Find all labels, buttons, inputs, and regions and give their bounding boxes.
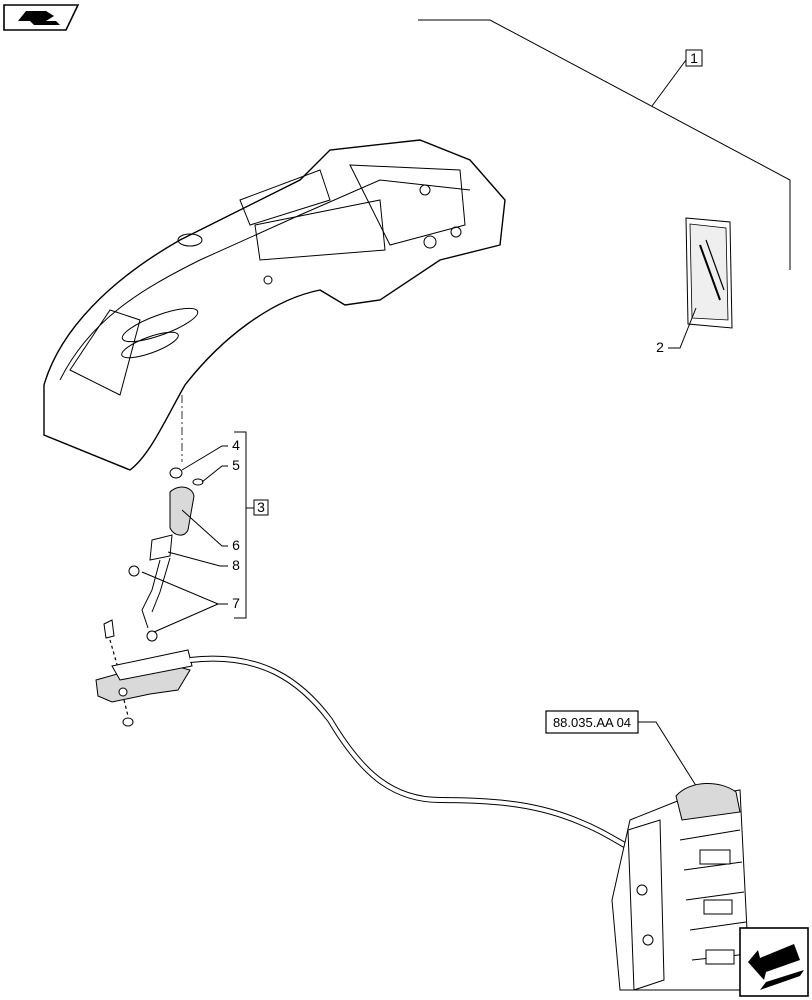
- transmission-assembly: [611, 782, 751, 991]
- callout-1-box: [685, 49, 703, 67]
- callout-2-leader: [668, 307, 697, 349]
- callout-2: 2: [656, 339, 664, 355]
- callout-4: 4: [232, 437, 240, 453]
- lever-assembly: [128, 467, 204, 642]
- callout-6: 6: [232, 537, 240, 553]
- arrow-down-left-icon[interactable]: [739, 927, 809, 997]
- callout-7: 7: [232, 595, 240, 611]
- callout-1-leader: [418, 19, 791, 270]
- callout-3-box: [253, 499, 269, 516]
- reference-label: 88.035.AA 04: [553, 715, 631, 730]
- book-hand-icon[interactable]: [3, 4, 80, 31]
- callout-leaders: [141, 445, 228, 633]
- callout-1: 1: [690, 50, 698, 66]
- reference-leader: [638, 721, 701, 793]
- callout-8: 8: [232, 557, 240, 573]
- shift-cable: [189, 655, 632, 851]
- shifter-base: [95, 619, 193, 727]
- callout-3: 3: [257, 499, 265, 515]
- decal-sheet: [685, 217, 733, 329]
- callout-5: 5: [232, 457, 240, 473]
- bracket-3: [234, 431, 247, 619]
- fender-console: [43, 139, 506, 471]
